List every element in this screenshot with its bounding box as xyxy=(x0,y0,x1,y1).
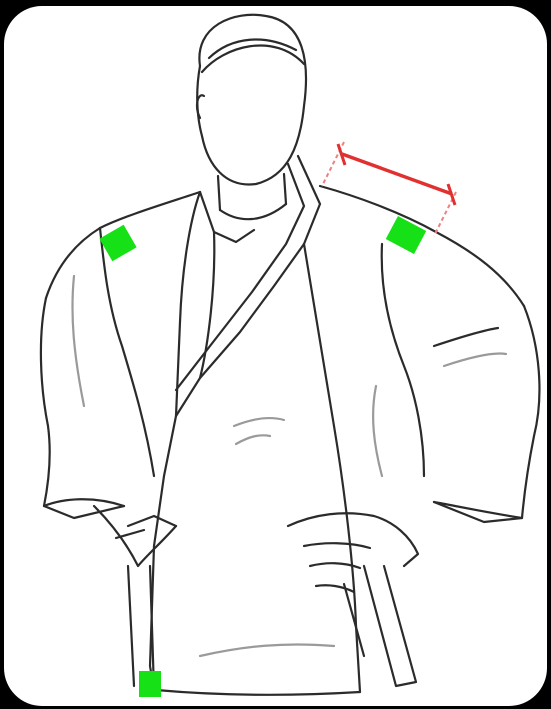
belt-outline xyxy=(128,566,416,690)
right-shoulder-seam-marker xyxy=(99,225,136,262)
neck-outline xyxy=(218,174,286,219)
jacket-hem-marker xyxy=(139,671,161,697)
illustration-card xyxy=(4,6,547,706)
left-shoulder-seam-marker xyxy=(386,216,426,254)
measure-arrow-icon xyxy=(322,142,456,236)
judo-gi-jacket-illustration xyxy=(4,6,547,706)
head-outline xyxy=(197,15,306,185)
jacket-collar xyxy=(176,156,320,416)
left-sleeve xyxy=(373,244,539,522)
jacket-body xyxy=(46,186,524,695)
hands-outline xyxy=(94,506,418,592)
